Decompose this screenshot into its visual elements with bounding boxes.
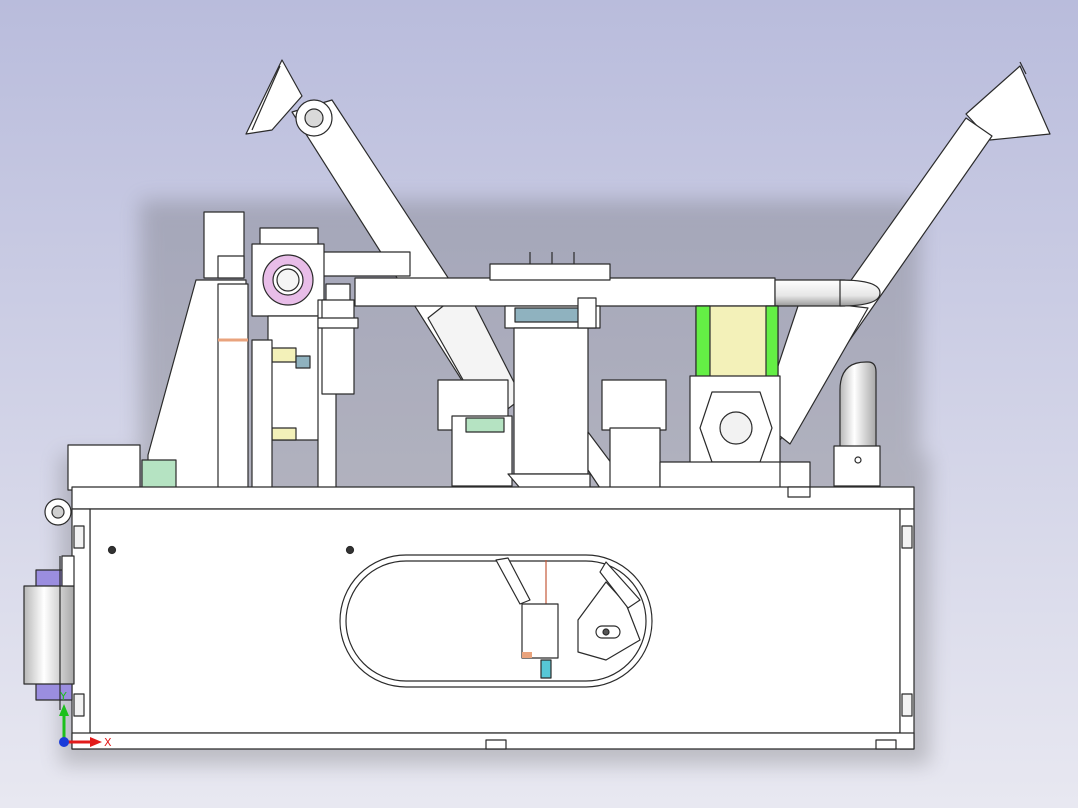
center-module [437,297,667,489]
triad-x-label: X [104,736,112,749]
assembly-model[interactable] [23,59,1051,750]
oval-window [339,554,653,688]
gear-housing [251,227,359,497]
left-connector [23,498,75,710]
triad-y-label: Y [59,690,67,703]
right-elbow-pipe [833,361,881,487]
coordinate-triad: Y X [59,690,112,749]
coupling-hex [659,305,811,489]
top-beam [319,251,881,329]
left-support [67,211,249,491]
